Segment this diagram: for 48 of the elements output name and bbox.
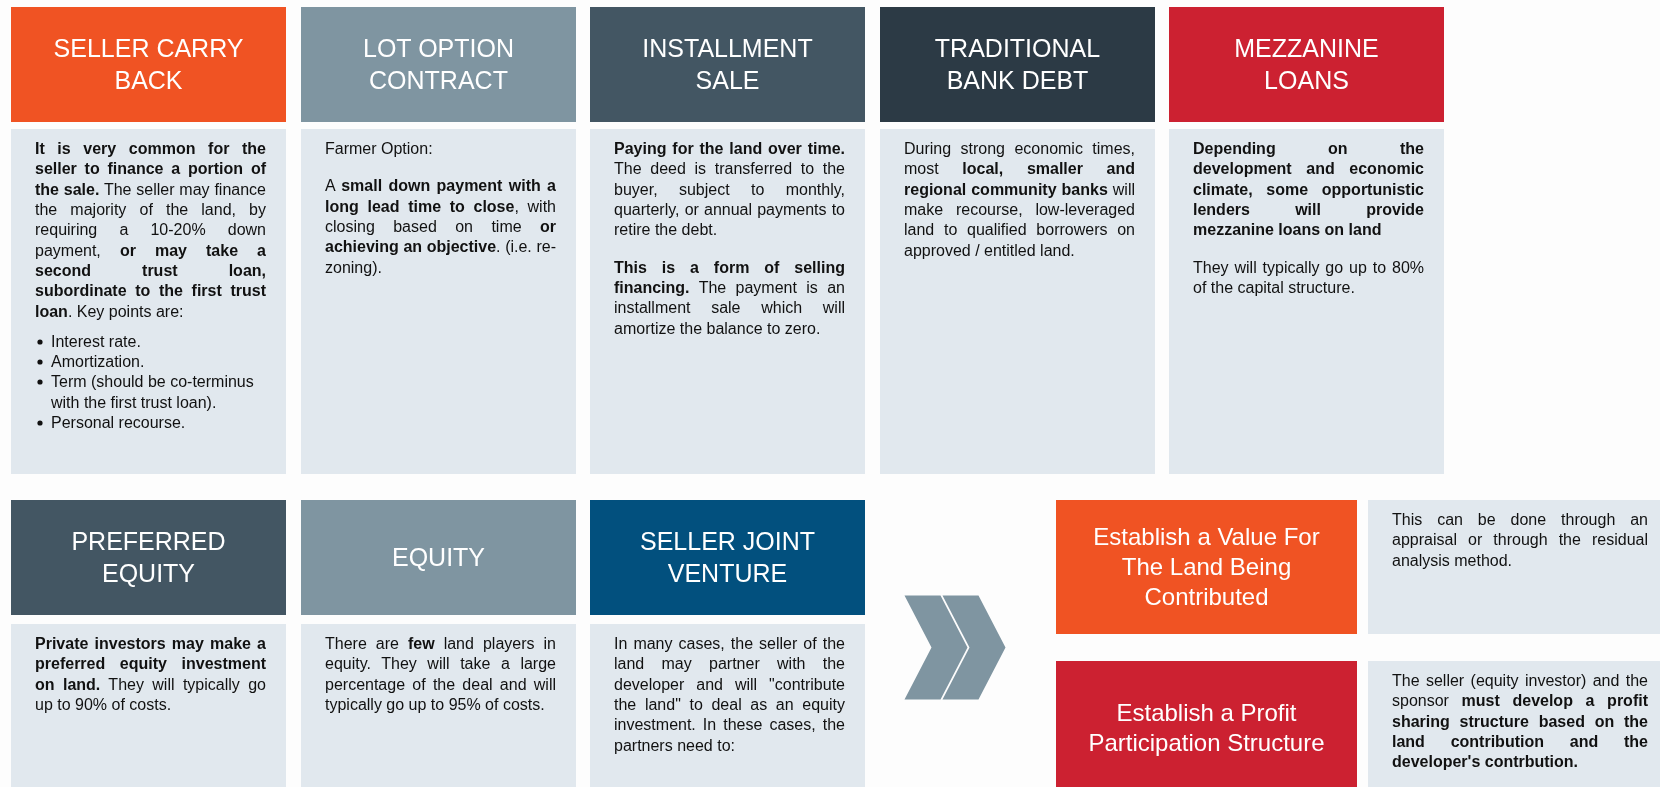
list-text: Term (should be co-terminus with the first trust loan). — [51, 373, 254, 411]
header-title: PREFERRED EQUITY — [70, 526, 227, 589]
text-panel — [301, 624, 576, 787]
text-panel — [1368, 661, 1660, 787]
text-panel — [880, 129, 1155, 474]
list-text: Interest rate. — [51, 332, 141, 350]
paragraph: There are few land players in equity. They will take a large percentage of the deal and will typically go up to 95% of costs. — [325, 634, 556, 715]
paragraph: During strong economic times, most local, smaller and regional community banks will make recourse, low-leveraged land to qualified borrowers on approved / entitled land. — [904, 139, 1135, 261]
paragraph: Paying for the land over time. The deed is transferred to the buyer, subject to monthly, quarterly, or annual payments to retire the debt. — [614, 139, 845, 241]
header-title: Establish a Value For The Land Being Contributed — [1092, 522, 1321, 612]
text-panel — [301, 129, 576, 474]
header-title: SELLER JOINT VENTURE — [638, 526, 817, 589]
paragraph: It is very common for the seller to finance a portion of the sale. The seller may finance the majority of the land, by requiring a 10-20% down payment, or may take a second trust loan, subordinate to the first trust loan. Key points are: — [35, 139, 266, 322]
paragraph: Farmer Option: — [325, 139, 434, 159]
paragraph: In many cases, the seller of the land may partner with the developer and will "contribute the land" to deal as an equity investment. In these cases, the partners need to: — [614, 634, 845, 756]
paragraph: The seller (equity investor) and the sponsor must develop a profit sharing structure based on the land contribution and the developer's contrbution. — [1392, 671, 1648, 773]
text-panel — [590, 129, 865, 474]
list-text: Personal recourse. — [51, 414, 186, 432]
paragraph: They will typically go up to 80% of the capital structure. — [1193, 257, 1424, 298]
header-title: EQUITY — [391, 541, 486, 573]
header-title: TRADITIONAL BANK DEBT — [933, 33, 1102, 96]
header-title: SELLER CARRY BACK — [52, 33, 245, 96]
text-panel — [11, 129, 286, 474]
header-title: Establish a Profit Participation Structure — [1087, 698, 1326, 758]
text-panel — [11, 624, 286, 787]
paragraph: This is a form of selling financing. The payment is an installment sale which will amortize the balance to zero. — [614, 257, 845, 339]
paragraph: Depending on the development and economic climate, some opportunistic lenders will provide mezzanine loans on land — [1193, 139, 1424, 241]
text-panel — [590, 624, 865, 787]
list-text: Amortization. — [51, 353, 145, 371]
paragraph: This can be done through an appraisal or through the residual analysis method. — [1392, 510, 1648, 571]
header-box — [590, 7, 865, 122]
text-panel — [1169, 129, 1444, 474]
header-title: MEZZANINE LOANS — [1233, 33, 1380, 96]
header-title: LOT OPTION CONTRACT — [362, 33, 515, 96]
header-box — [1169, 7, 1444, 122]
paragraph: A small down payment with a long lead time to close, with closing based on time or achieving an objective. (i.e. re-zoning). — [325, 176, 556, 278]
header-box — [301, 7, 576, 122]
header-box — [1056, 500, 1357, 634]
header-title: INSTALLMENT SALE — [641, 33, 814, 96]
header-box — [880, 7, 1155, 122]
header-box — [1056, 661, 1357, 787]
chevron-arrow — [904, 595, 1006, 700]
header-box — [11, 7, 286, 122]
paragraph: Private investors may make a preferred equity investment on land. They will typically go up to 90% of costs. — [35, 634, 266, 715]
text-panel — [1368, 500, 1660, 634]
header-box — [301, 500, 576, 615]
header-box — [590, 500, 865, 615]
header-box — [11, 500, 286, 615]
